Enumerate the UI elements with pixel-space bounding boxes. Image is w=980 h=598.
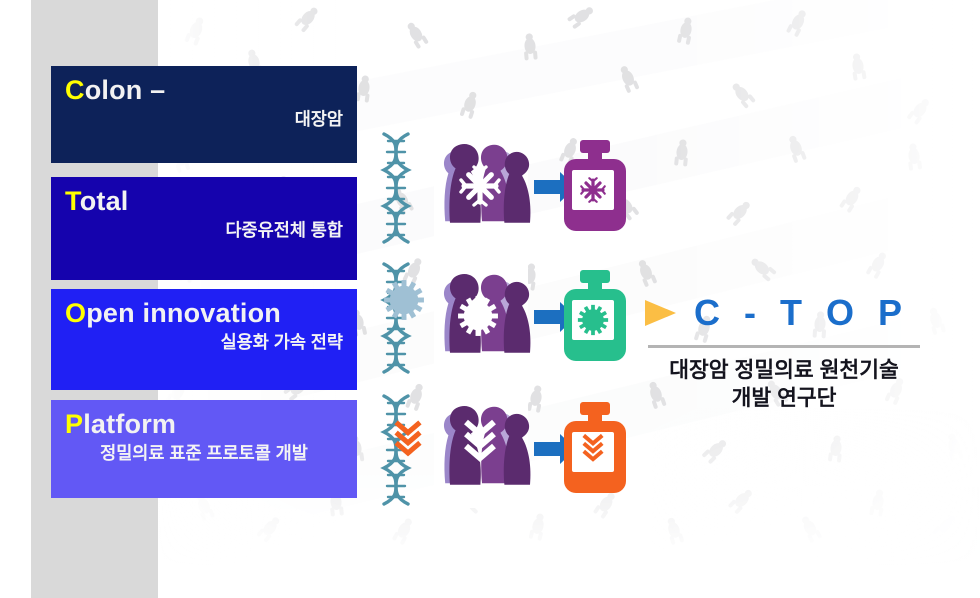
- dna-virus-marker: [384, 280, 424, 320]
- acronym-box-platform[interactable]: Platform 정밀의료 표준 프로토콜 개발: [51, 400, 357, 498]
- patient-group-silhouette: [443, 143, 531, 223]
- acronym-box-colon[interactable]: Colon – 대장암: [51, 66, 357, 163]
- acronym-english-open-innovation: Open innovation: [65, 299, 343, 327]
- pipeline-row-orange: [378, 390, 628, 508]
- acronym-capital-t: T: [65, 186, 80, 216]
- ctop-title: C - T O P: [694, 292, 909, 333]
- acronym-rest-colon: olon –: [84, 75, 166, 105]
- patient-group-silhouette: [443, 405, 531, 485]
- ctop-branding-block: C - T O P 대장암 정밀의료 원천기술 개발 연구단: [640, 285, 940, 412]
- ctop-title-row: C - T O P: [640, 285, 940, 341]
- acronym-korean-platform: 정밀의료 표준 프로토콜 개발: [100, 443, 308, 464]
- pipeline-row-green: [378, 258, 628, 376]
- acronym-box-open-innovation[interactable]: Open innovation 실용화 가속 전략: [51, 289, 357, 390]
- pipeline-row-purple: [378, 128, 628, 246]
- ctop-divider-rule: [648, 345, 920, 348]
- acronym-capital-p: P: [65, 409, 84, 439]
- acronym-rest-platform: latform: [83, 409, 177, 439]
- acronym-capital-c: C: [65, 75, 85, 105]
- play-triangle-icon: [640, 293, 680, 333]
- dna-helix-icon: [382, 132, 410, 244]
- acronym-korean-total: 다중유전체 통합: [225, 220, 343, 241]
- acronym-rest-total: otal: [79, 186, 129, 216]
- acronym-english-platform: Platform: [65, 410, 343, 438]
- acronym-english-colon: Colon –: [65, 76, 343, 104]
- acronym-korean-colon: 대장암: [294, 109, 343, 130]
- acronym-english-total: Total: [65, 187, 343, 215]
- acronym-rest-open-innovation: pen innovation: [86, 298, 281, 328]
- acronym-box-total[interactable]: Total 다중유전체 통합: [51, 177, 357, 280]
- acronym-capital-o: O: [65, 298, 87, 328]
- dna-chevron-marker: [396, 422, 420, 453]
- acronym-korean-open-innovation: 실용화 가속 전략: [220, 332, 343, 353]
- ctop-subtitle: 대장암 정밀의료 원천기술 개발 연구단: [669, 358, 899, 410]
